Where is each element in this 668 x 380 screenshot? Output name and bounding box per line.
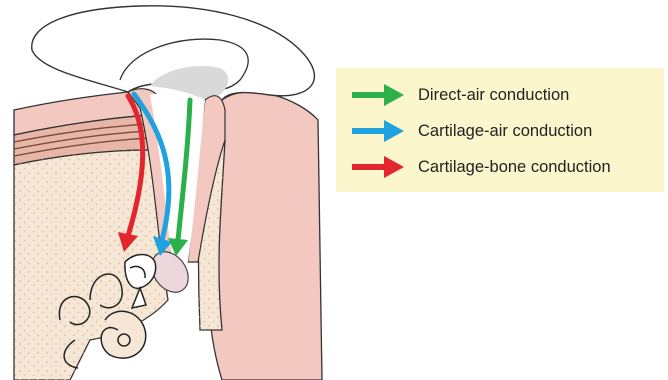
legend-item-cartilage-bone: Cartilage-bone conduction (350, 154, 611, 180)
legend-item-direct-air: Direct-air conduction (350, 82, 569, 108)
cochlea (101, 311, 146, 358)
legend-box: Direct-air conduction Cartilage-air cond… (336, 68, 664, 192)
legend-item-cartilage-air: Cartilage-air conduction (350, 118, 592, 144)
blue-arrow-icon (350, 118, 406, 144)
legend-label-direct-air: Direct-air conduction (418, 86, 569, 105)
head-skin-tissue (210, 92, 322, 380)
legend-label-cartilage-air: Cartilage-air conduction (418, 122, 592, 141)
green-arrow-icon (350, 82, 406, 108)
red-arrow-icon (350, 154, 406, 180)
legend-label-cartilage-bone: Cartilage-bone conduction (418, 158, 611, 177)
